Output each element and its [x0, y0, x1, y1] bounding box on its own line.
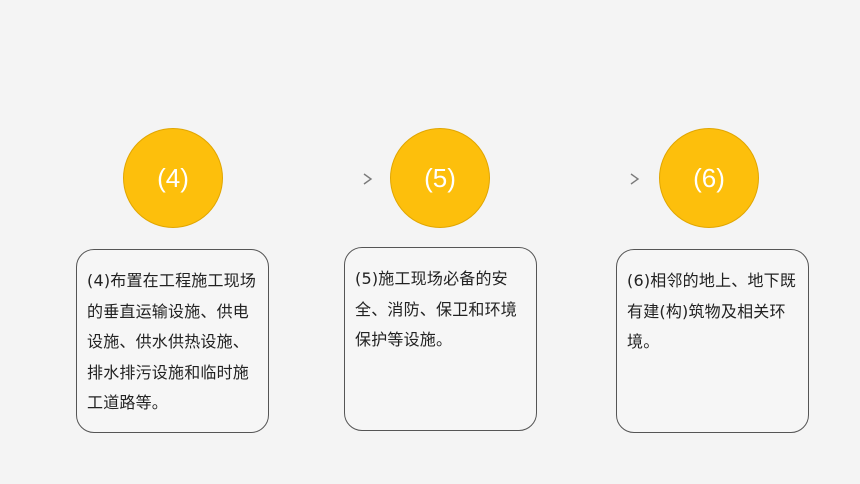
- step-4-description-box: (4)布置在工程施工现场的垂直运输设施、供电设施、供水供热设施、排水排污设施和临…: [76, 249, 269, 433]
- arrow-right-icon: [236, 173, 373, 185]
- arrow-right-icon: [503, 173, 640, 185]
- step-5-description-box: (5)施工现场必备的安全、消防、保卫和环境保护等设施。: [344, 247, 537, 431]
- step-5-circle: (5): [390, 128, 490, 228]
- step-4-label: (4): [157, 162, 189, 193]
- step-4-circle: (4): [123, 128, 223, 228]
- step-6-label: (6): [693, 162, 725, 193]
- step-6-circle: (6): [659, 128, 759, 228]
- step-4-description: (4)布置在工程施工现场的垂直运输设施、供电设施、供水供热设施、排水排污设施和临…: [87, 271, 257, 412]
- step-5-label: (5): [424, 162, 456, 193]
- step-6-description-box: (6)相邻的地上、地下既有建(构)筑物及相关环境。: [616, 249, 809, 433]
- step-5-description: (5)施工现场必备的安全、消防、保卫和环境保护等设施。: [355, 269, 518, 349]
- step-6-description: (6)相邻的地上、地下既有建(构)筑物及相关环境。: [627, 271, 797, 351]
